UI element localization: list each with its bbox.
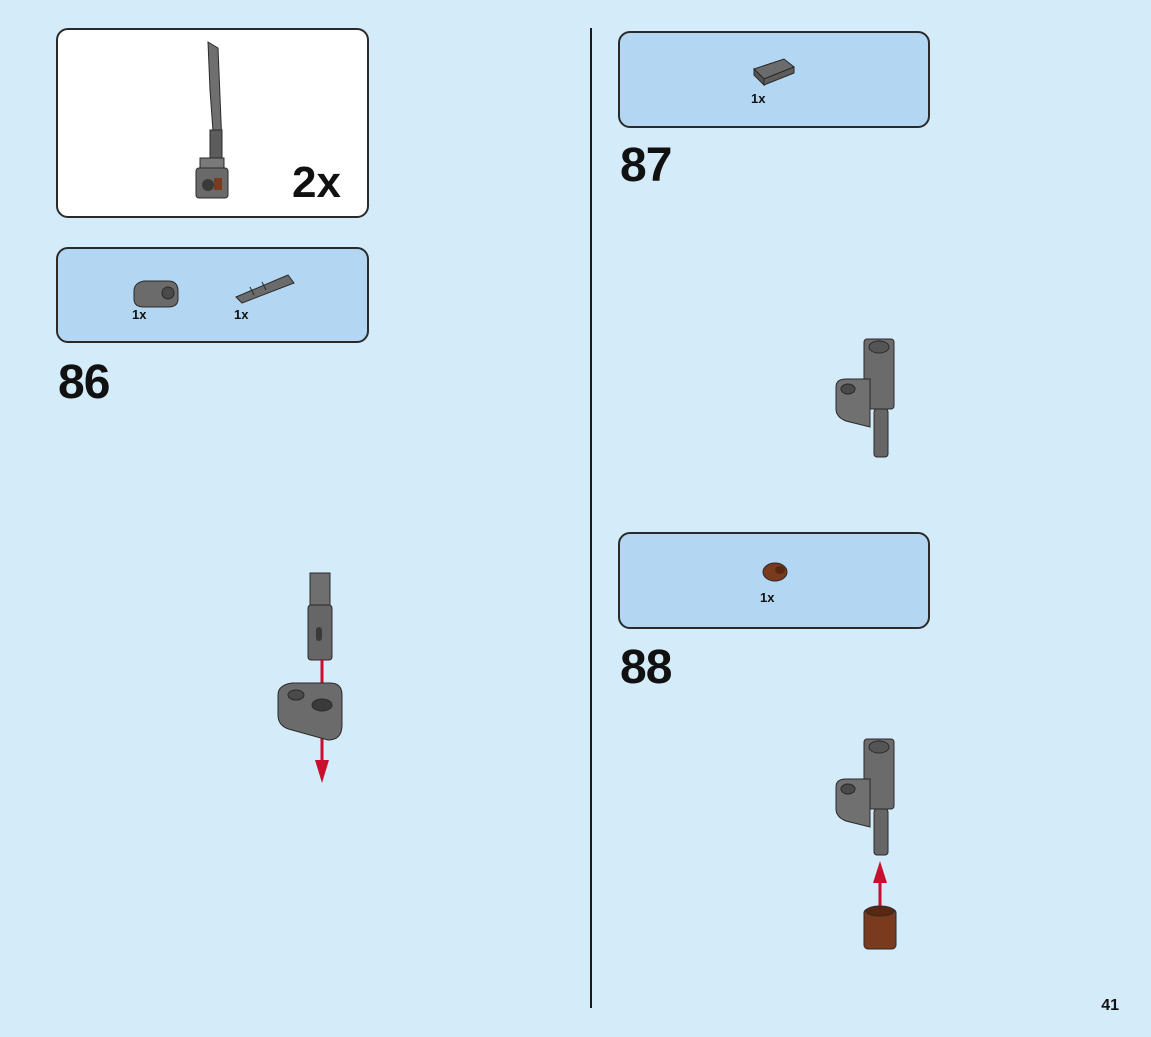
part-qty-88-1: 1x bbox=[760, 590, 775, 605]
step-87-illustration bbox=[835, 338, 895, 458]
parts-list-86: 1x 1x bbox=[56, 247, 369, 343]
parts-list-88: 1x bbox=[618, 532, 930, 629]
round-brick-icon bbox=[762, 562, 788, 582]
multiplier-label: 2x bbox=[292, 158, 341, 207]
step-number-86: 86 bbox=[58, 356, 110, 409]
step-number-87: 87 bbox=[620, 139, 672, 192]
subassembly-callout: 2x bbox=[56, 28, 369, 218]
axle-pin-icon bbox=[235, 274, 295, 304]
step-86-illustration bbox=[277, 572, 343, 783]
parts-list-87: 1x bbox=[618, 31, 930, 128]
part-qty-86-1: 1x bbox=[132, 307, 147, 322]
step-number-88: 88 bbox=[620, 641, 672, 694]
sword-assembly-illustration bbox=[195, 41, 229, 199]
part-qty-86-2: 1x bbox=[234, 307, 249, 322]
page-number: 41 bbox=[1101, 997, 1119, 1014]
beam-liftarm-icon bbox=[133, 280, 179, 308]
axle-connector-icon bbox=[753, 58, 795, 87]
column-divider bbox=[590, 28, 592, 1008]
step-88-illustration bbox=[835, 738, 897, 950]
part-qty-87-1: 1x bbox=[751, 91, 766, 106]
